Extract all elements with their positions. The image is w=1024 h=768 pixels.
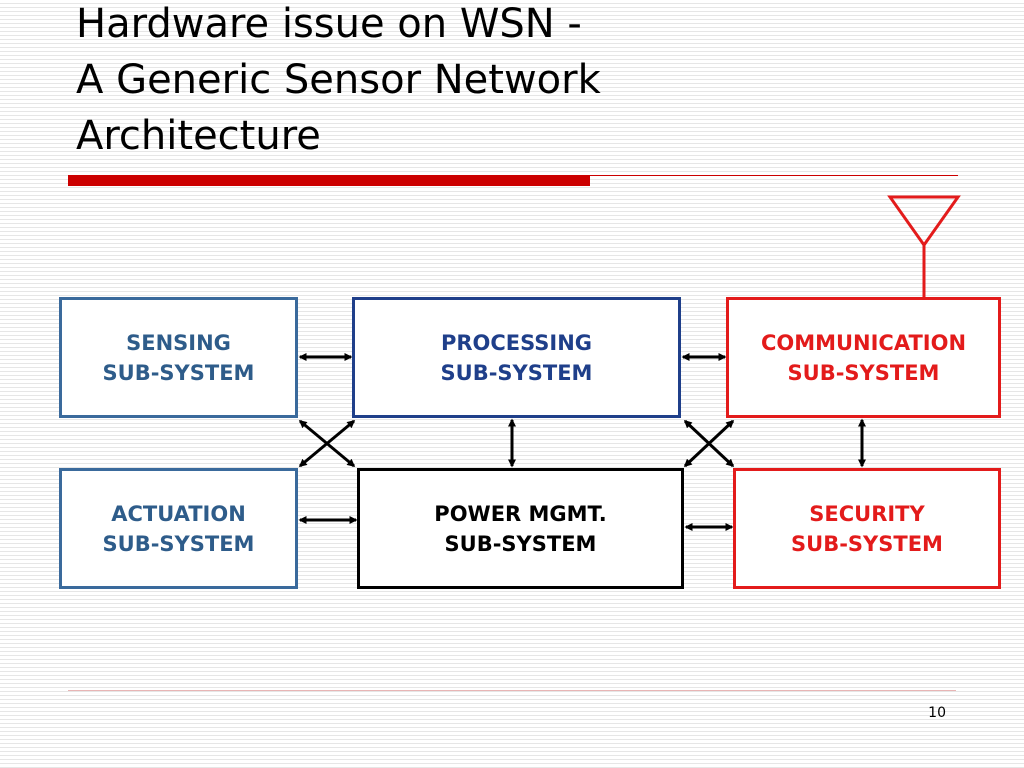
sensing-label-line1: SENSING — [126, 330, 231, 355]
communication-label-line1: COMMUNICATION — [760, 330, 967, 355]
title-underline-thick — [68, 175, 590, 186]
power-mgmt-subsystem-box: POWER MGMT. SUB-SYSTEM — [357, 468, 684, 589]
security-subsystem-box: SECURITY SUB-SYSTEM — [733, 468, 1001, 589]
antenna-icon — [887, 195, 961, 298]
title-line-2: A Generic Sensor Network — [76, 57, 601, 103]
arrow-actuation-processing-diagonal — [298, 419, 356, 468]
title-line-1: Hardware issue on WSN - — [76, 1, 582, 47]
slide-title: Hardware issue on WSN - A Generic Sensor… — [76, 0, 976, 164]
title-underline-thin — [590, 175, 958, 176]
security-label-line2: SUB-SYSTEM — [791, 531, 943, 556]
footer-rule — [68, 690, 956, 691]
power-label-line2: SUB-SYSTEM — [444, 531, 597, 556]
arrow-power-communication-diagonal — [683, 419, 735, 468]
actuation-label-line2: SUB-SYSTEM — [102, 531, 255, 556]
title-line-3: Architecture — [76, 113, 321, 159]
processing-label-line2: SUB-SYSTEM — [440, 360, 593, 385]
security-label-line1: SECURITY — [809, 501, 925, 526]
sensing-label-line2: SUB-SYSTEM — [102, 360, 255, 385]
sensing-subsystem-box: SENSING SUB-SYSTEM — [59, 297, 298, 418]
actuation-label-line1: ACTUATION — [111, 501, 246, 526]
page-number: 10 — [928, 705, 946, 721]
power-label-line1: POWER MGMT. — [434, 501, 607, 526]
processing-subsystem-box: PROCESSING SUB-SYSTEM — [352, 297, 681, 418]
actuation-subsystem-box: ACTUATION SUB-SYSTEM — [59, 468, 298, 589]
communication-label-line2: SUB-SYSTEM — [787, 360, 940, 385]
processing-label-line1: PROCESSING — [440, 330, 593, 355]
communication-subsystem-box: COMMUNICATION SUB-SYSTEM — [726, 297, 1001, 418]
